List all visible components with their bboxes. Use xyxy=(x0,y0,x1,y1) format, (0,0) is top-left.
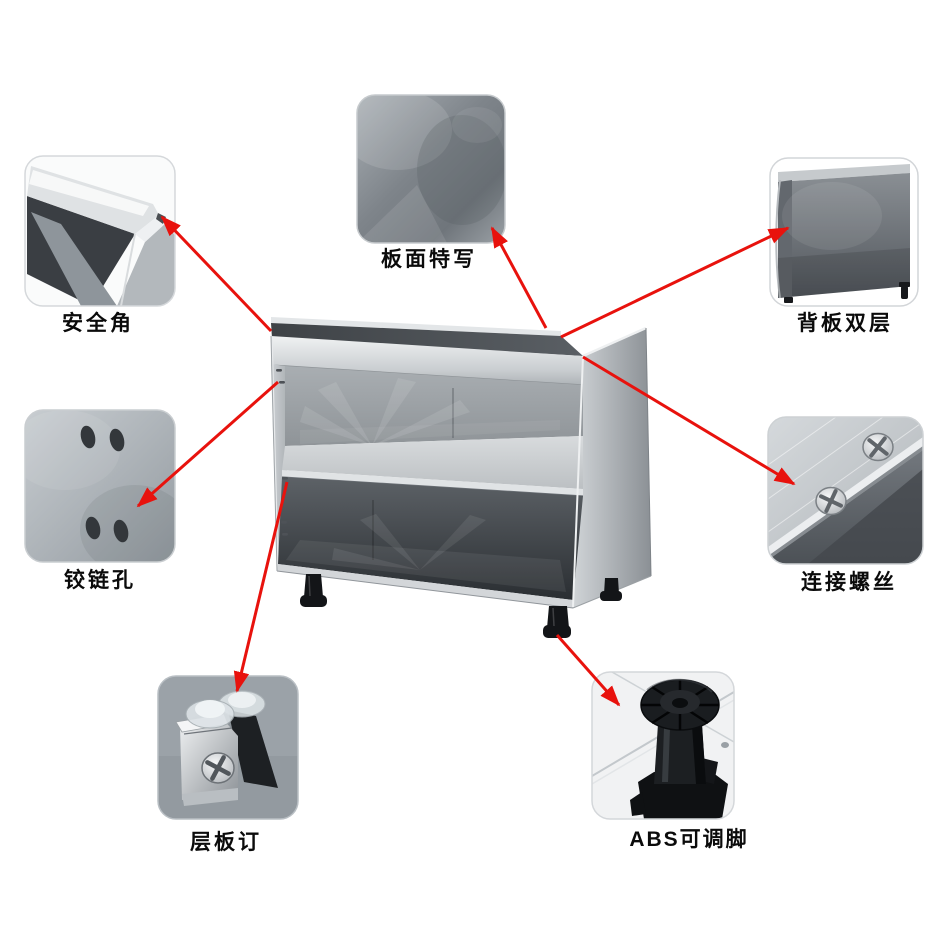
panel-closeup-photo xyxy=(357,95,505,243)
callout-label-abs-foot: ABS可调脚 xyxy=(629,828,749,851)
cabinet-back-rim xyxy=(271,317,561,336)
callout-label-back-panel: 背板双层 xyxy=(797,312,893,335)
suction-pads xyxy=(185,690,266,729)
shelf-pin-photo xyxy=(158,676,298,819)
safety-corner-photo xyxy=(25,156,175,306)
phillips-screw xyxy=(815,486,847,516)
cabinet-shelf-edge xyxy=(282,470,583,496)
cabinet-hinge-hole-marks xyxy=(276,369,288,536)
cabinet-adjustable-feet xyxy=(300,574,622,638)
arrow-back-panel xyxy=(560,226,790,339)
callout-label-connecting-screws: 连接螺丝 xyxy=(801,571,897,594)
abs-foot-photo xyxy=(592,672,734,819)
callout-label-panel-closeup: 板面特写 xyxy=(381,248,477,271)
arrow-abs-foot xyxy=(555,634,621,707)
cabinet-lower-compartment xyxy=(278,477,583,600)
callout-label-hinge-holes: 铰链孔 xyxy=(64,569,136,592)
phillips-screw xyxy=(862,432,894,462)
arrow-panel-closeup xyxy=(490,226,548,329)
arrow-shelf-pin xyxy=(233,481,289,693)
cabinet-shelf xyxy=(282,436,583,489)
callout-arrows xyxy=(136,215,796,707)
cabinet-bottom-rail xyxy=(277,564,573,608)
arrow-safety-corner xyxy=(160,215,273,333)
back-panel-photo xyxy=(770,158,918,306)
cabinet-top-rail xyxy=(271,336,583,385)
cabinet-side-panel xyxy=(573,328,651,608)
cabinet-photo xyxy=(270,317,652,638)
callout-label-shelf-pin: 层板订 xyxy=(190,831,262,854)
cabinet-upper-wall xyxy=(285,366,583,446)
connecting-screws-photo xyxy=(768,417,923,564)
callout-label-safety-corner: 安全角 xyxy=(62,312,134,335)
cabinet-open-top xyxy=(271,323,583,356)
hinge-holes-photo xyxy=(25,410,175,562)
arrow-connecting-screws xyxy=(582,355,796,486)
arrow-hinge-holes xyxy=(136,380,279,508)
